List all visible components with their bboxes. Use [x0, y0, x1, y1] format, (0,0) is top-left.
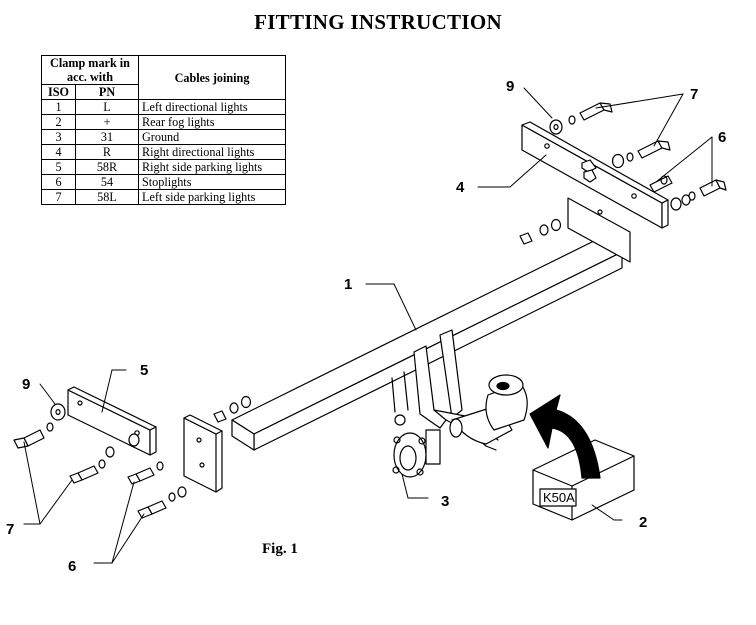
header-clamp-mark: Clamp mark in acc. with	[41, 55, 139, 85]
pn-cell: 31	[75, 129, 139, 145]
callout-3: 3	[441, 493, 449, 510]
callout-1: 1	[344, 276, 352, 293]
figure-caption: Fig. 1	[262, 541, 298, 557]
right-bolts-top	[519, 102, 727, 245]
callout-4: 4	[456, 179, 465, 196]
callout-6-top: 6	[718, 129, 726, 146]
callout-5: 5	[140, 362, 148, 379]
iso-cell: 7	[41, 189, 76, 205]
callout-6-bottom: 6	[68, 558, 76, 575]
left-bolts	[13, 395, 252, 519]
cable-table: Clamp mark in acc. with Cables joining I…	[41, 55, 286, 205]
ball-mount	[391, 329, 499, 478]
callout-7-bottom: 7	[6, 521, 14, 538]
desc-cell: Ground	[138, 129, 286, 145]
header-pn: PN	[75, 84, 139, 100]
callout-7-top: 7	[690, 86, 698, 103]
left-bracket-plate	[67, 386, 223, 493]
page-title: FITTING INSTRUCTION	[254, 10, 502, 34]
box-label: K50A	[543, 490, 575, 505]
header-cables-joining: Cables joining	[138, 55, 286, 100]
leader-lines	[23, 87, 713, 564]
desc-cell: Right directional lights	[138, 144, 286, 160]
callout-9-bottom: 9	[22, 376, 30, 393]
pn-cell: 54	[75, 174, 139, 190]
tow-ball	[449, 374, 528, 445]
desc-cell: Stoplights	[138, 174, 286, 190]
pn-cell: 58L	[75, 189, 139, 205]
callout-2: 2	[639, 514, 647, 531]
curved-arrow	[529, 394, 601, 479]
desc-cell: Left side parking lights	[138, 189, 286, 205]
desc-cell: Right side parking lights	[138, 159, 286, 175]
k50a-box	[532, 439, 635, 521]
callout-9-top: 9	[506, 78, 514, 95]
right-bracket-plate	[521, 121, 669, 263]
